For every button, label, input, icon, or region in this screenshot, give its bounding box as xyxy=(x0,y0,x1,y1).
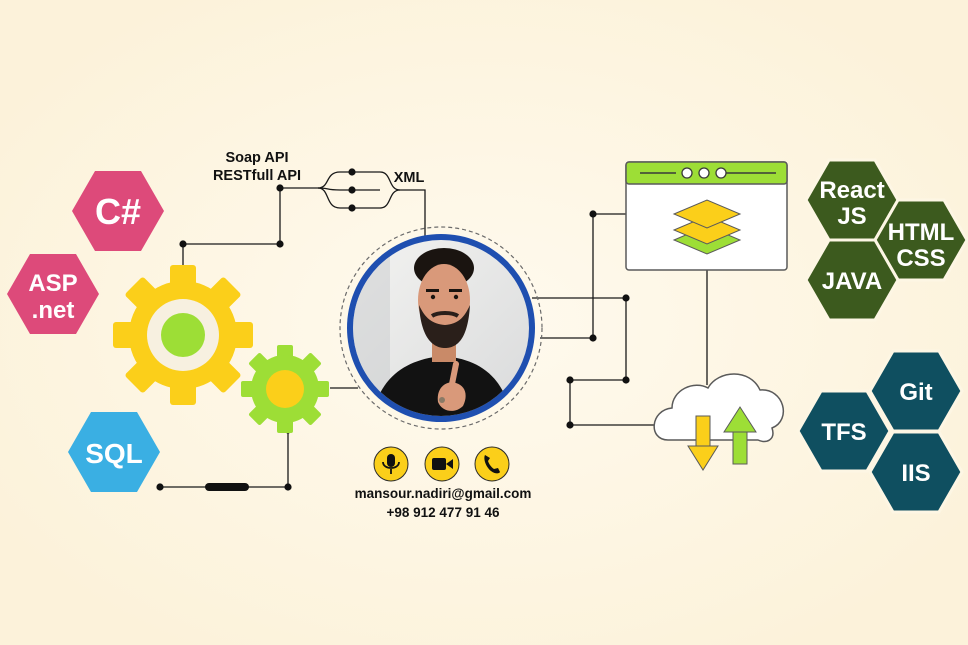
hex-csharp: C# xyxy=(72,171,164,251)
xml-label: XML xyxy=(394,170,425,186)
upload-arrow-icon xyxy=(723,406,757,465)
hex-tfs: TFS xyxy=(796,389,892,473)
large-gear-icon xyxy=(113,265,253,405)
hex-iis: IIS xyxy=(868,430,964,514)
restfull-api-label: RESTfull API xyxy=(213,168,301,184)
csharp-label: C# xyxy=(95,191,141,232)
html-label-line1: HTML xyxy=(888,219,955,246)
react-label-line1: React xyxy=(819,177,884,204)
react-label-line2: JS xyxy=(837,203,866,230)
asp-label-line1: ASP xyxy=(28,270,77,297)
profile-photo xyxy=(339,226,543,430)
left-connectors xyxy=(160,171,426,488)
microphone-icon[interactable] xyxy=(373,446,409,482)
video-camera-icon[interactable] xyxy=(424,446,460,482)
html-label-line2: CSS xyxy=(896,245,945,272)
small-gear-icon xyxy=(241,345,329,433)
asp-label-line2: .net xyxy=(32,297,75,324)
hex-sql: SQL xyxy=(68,412,160,492)
contact-phone[interactable]: +98 912 477 91 46 xyxy=(386,505,500,520)
hex-java: JAVA xyxy=(804,238,900,322)
hex-react-js: React JS xyxy=(804,158,900,242)
cloud-sync-icon xyxy=(653,373,784,471)
sql-label: SQL xyxy=(85,438,143,469)
layers-icon xyxy=(672,199,742,255)
tfs-label: TFS xyxy=(821,419,866,446)
git-label: Git xyxy=(899,379,932,406)
iis-label: IIS xyxy=(901,460,930,487)
phone-icon[interactable] xyxy=(474,446,510,482)
download-arrow-icon xyxy=(687,415,719,471)
java-label: JAVA xyxy=(822,268,882,295)
right-connector-dots xyxy=(566,210,630,429)
connector-bar xyxy=(205,483,249,491)
hex-html-css: HTML CSS xyxy=(873,198,968,282)
hex-aspnet: ASP .net xyxy=(7,254,99,334)
soap-api-label: Soap API xyxy=(225,150,288,166)
contact-email[interactable]: mansour.nadiri@gmail.com xyxy=(354,486,532,501)
